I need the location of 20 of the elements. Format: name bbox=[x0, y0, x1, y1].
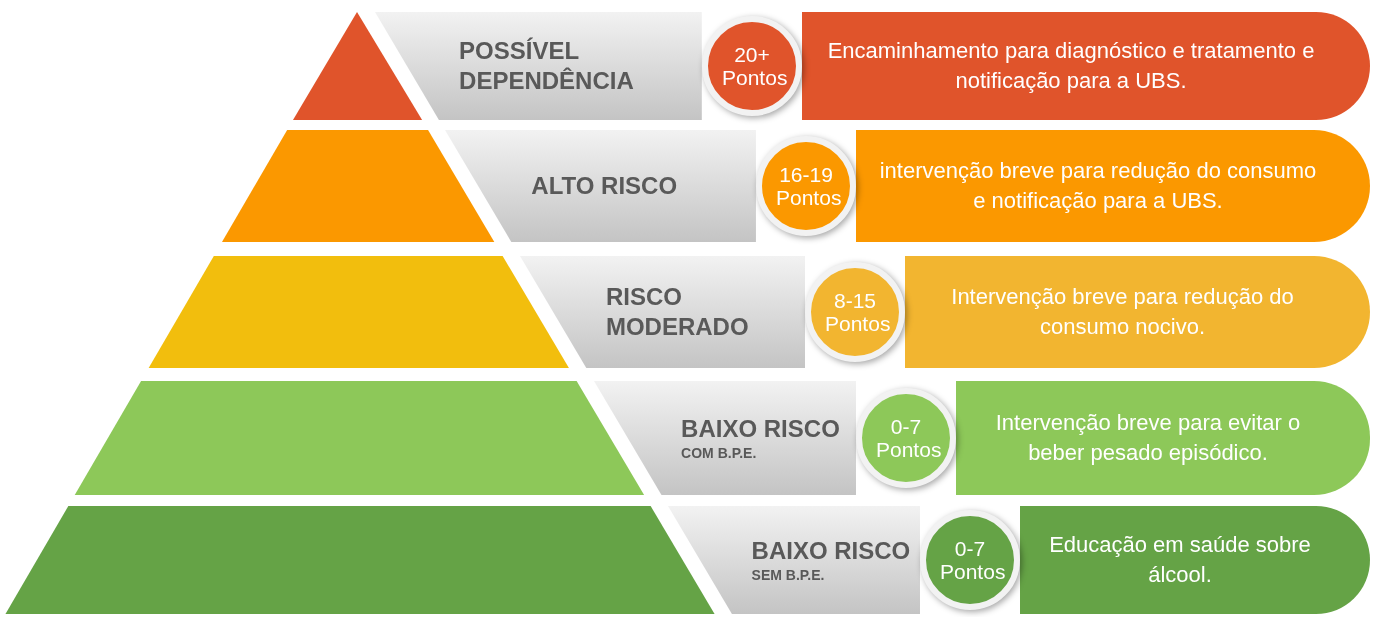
level-label-band: BAIXO RISCO SEM B.P.E. bbox=[667, 506, 920, 614]
recommendation-band: Educação em saúde sobre álcool. bbox=[1020, 506, 1370, 614]
score-circle: 0-7 Pontos bbox=[920, 510, 1020, 610]
score-circle: 8-15 Pontos bbox=[805, 262, 905, 362]
pyramid-tier bbox=[74, 381, 645, 495]
level-label-band: RISCO MODERADO bbox=[519, 256, 805, 368]
recommendation-band: intervenção breve para redução do consumo e notificação para a UBS. bbox=[856, 130, 1370, 242]
recommendation-band: Encaminhamento para diagnóstico e tratamento e notificação para a UBS. bbox=[802, 12, 1370, 120]
pyramid-top bbox=[293, 12, 423, 120]
pyramid-tier bbox=[5, 506, 715, 614]
level-label-band: ALTO RISCO bbox=[445, 130, 756, 242]
score-circle: 0-7 Pontos bbox=[856, 388, 956, 488]
score-circle: 20+ Pontos bbox=[702, 16, 802, 116]
pyramid-tier bbox=[148, 256, 569, 368]
pyramid-tier bbox=[222, 130, 495, 242]
level-label-band: BAIXO RISCO COM B.P.E. bbox=[593, 381, 856, 495]
score-circle: 16-19 Pontos bbox=[756, 136, 856, 236]
recommendation-band: Intervenção breve para evitar o beber pesado episódico. bbox=[956, 381, 1370, 495]
recommendation-band: Intervenção breve para redução do consumo nocivo. bbox=[905, 256, 1370, 368]
level-label-band: POSSÍVEL DEPENDÊNCIA bbox=[375, 12, 702, 120]
